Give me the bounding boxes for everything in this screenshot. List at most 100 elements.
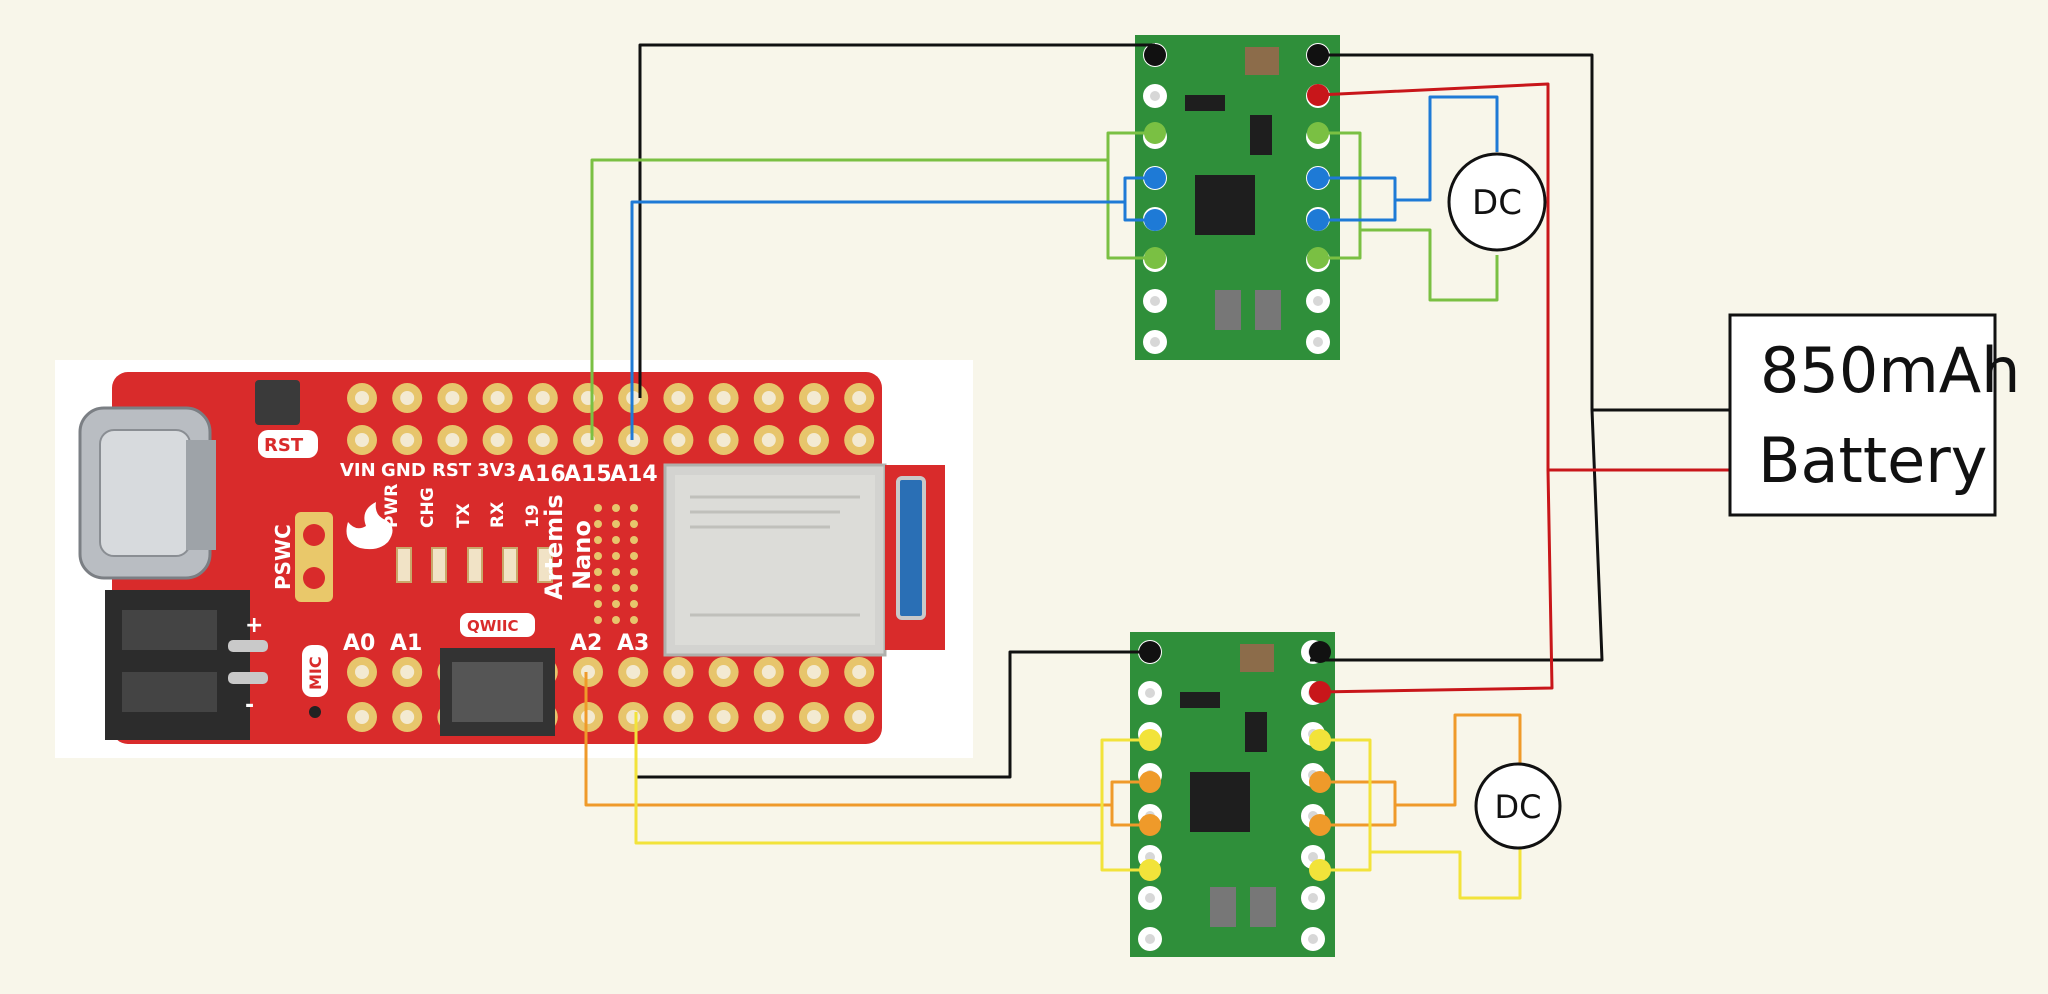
pswc-label: PSWC bbox=[271, 524, 295, 590]
via bbox=[612, 600, 620, 608]
wire-gnd-bottom-to-battery bbox=[1310, 409, 1604, 662]
led-label-pwr: PWR bbox=[382, 484, 402, 528]
driver-component bbox=[1180, 692, 1220, 708]
header-pin-hole bbox=[671, 433, 686, 447]
via bbox=[612, 616, 620, 624]
header-pin-hole bbox=[400, 433, 415, 447]
via bbox=[594, 504, 602, 512]
dc-motor-top-label: DC bbox=[1472, 183, 1522, 223]
led bbox=[537, 547, 553, 583]
header-pin-hole bbox=[355, 391, 369, 405]
header-pin-hole bbox=[761, 433, 776, 447]
header-pin-hole bbox=[581, 665, 595, 679]
header-pin-hole bbox=[671, 665, 686, 679]
pin-label-a15: A15 bbox=[564, 462, 612, 487]
via bbox=[630, 520, 638, 528]
driver-component bbox=[1250, 115, 1272, 155]
header-pin-hole bbox=[852, 665, 867, 679]
battery-jst-connector: + - bbox=[105, 590, 268, 740]
header-pin-hole bbox=[400, 391, 415, 405]
driver-capacitor bbox=[1245, 47, 1279, 75]
terminal-dot bbox=[1307, 44, 1329, 66]
header-pin-hole bbox=[807, 433, 821, 447]
driver-pin-hole bbox=[1150, 337, 1160, 347]
terminal-dot bbox=[1309, 859, 1331, 881]
terminal-dot bbox=[1307, 247, 1329, 269]
pin-label-vin: VIN bbox=[340, 460, 376, 481]
terminal-dot bbox=[1307, 209, 1329, 231]
mic-label: MIC bbox=[306, 656, 325, 690]
board-name-nano: Nano bbox=[568, 520, 596, 590]
via bbox=[594, 568, 602, 576]
driver-pad bbox=[1255, 290, 1281, 330]
led bbox=[467, 547, 483, 583]
via bbox=[612, 504, 620, 512]
via bbox=[594, 584, 602, 592]
wires bbox=[584, 43, 1730, 900]
driver-pad bbox=[1250, 887, 1276, 927]
battery-plus-label: + bbox=[245, 613, 263, 638]
driver-capacitor bbox=[1240, 644, 1274, 672]
terminal-dot bbox=[1309, 771, 1331, 793]
via bbox=[594, 552, 602, 560]
header-pin-hole bbox=[852, 433, 867, 447]
header-pin-hole bbox=[852, 391, 867, 405]
motor-driver-top bbox=[1135, 35, 1340, 360]
header-pin-hole bbox=[716, 433, 731, 447]
qwiic-label: QWIIC bbox=[467, 617, 518, 635]
wire-green-top-in1 bbox=[1106, 131, 1155, 160]
header-pin-hole bbox=[400, 665, 415, 679]
battery-type-label: Battery bbox=[1758, 424, 1987, 497]
header-pin-hole bbox=[445, 391, 460, 405]
led-label-chg: CHG bbox=[418, 487, 438, 528]
via bbox=[594, 600, 602, 608]
artemis-nano-board: + - RST VIN GND RST 3V3 A16 A15 A14 A0 A… bbox=[55, 360, 973, 758]
header-pin-hole bbox=[355, 710, 369, 724]
led bbox=[396, 547, 412, 583]
header-pin-hole bbox=[807, 665, 821, 679]
usb-c-connector bbox=[78, 406, 216, 580]
artemis-module bbox=[663, 463, 887, 657]
pin-label-a2: A2 bbox=[570, 631, 602, 656]
header-pin-hole bbox=[761, 391, 776, 405]
pin-label-a16: A16 bbox=[518, 462, 566, 487]
driver-chip bbox=[1195, 175, 1255, 235]
via bbox=[612, 584, 620, 592]
pin-label-a3: A3 bbox=[617, 631, 649, 656]
header-pin-hole bbox=[355, 433, 369, 447]
wire-vin-bottom bbox=[1317, 469, 1554, 694]
via bbox=[630, 568, 638, 576]
dc-motor-bottom-circle bbox=[1474, 762, 1562, 850]
terminal-dot bbox=[1309, 681, 1331, 703]
driver-pin-hole bbox=[1150, 91, 1160, 101]
terminal-dot bbox=[1144, 209, 1166, 231]
header-pin-hole bbox=[671, 391, 686, 405]
dc-motor-top-circle bbox=[1447, 152, 1547, 252]
reset-label-badge bbox=[258, 430, 318, 458]
pin-label-rst: RST bbox=[432, 460, 472, 481]
battery: 850mAh Battery bbox=[1728, 313, 2020, 517]
terminal-dot bbox=[1144, 122, 1166, 144]
via bbox=[594, 536, 602, 544]
qwiic-connector: QWIIC bbox=[440, 613, 555, 736]
driver-pin-hole bbox=[1145, 893, 1155, 903]
terminal-dot bbox=[1307, 84, 1329, 106]
board-name-artemis: Artemis bbox=[540, 494, 568, 600]
terminal-dot bbox=[1144, 44, 1166, 66]
led-label-rx: RX bbox=[488, 502, 508, 528]
battery-capacity-label: 850mAh bbox=[1760, 334, 2020, 407]
pin-label-a0: A0 bbox=[343, 631, 375, 656]
battery-box bbox=[1728, 313, 1997, 517]
via bbox=[612, 520, 620, 528]
terminal-dot bbox=[1139, 641, 1161, 663]
via bbox=[612, 568, 620, 576]
driver-pin-hole bbox=[1308, 852, 1318, 862]
wire-orange-bottom-motor bbox=[1395, 713, 1522, 807]
wire-orange-bottom-in2 bbox=[1110, 805, 1150, 827]
driver-pin-hole bbox=[1145, 934, 1155, 944]
via bbox=[612, 552, 620, 560]
terminal-dot bbox=[1139, 729, 1161, 751]
wire-green-top-out bbox=[1318, 131, 1362, 260]
